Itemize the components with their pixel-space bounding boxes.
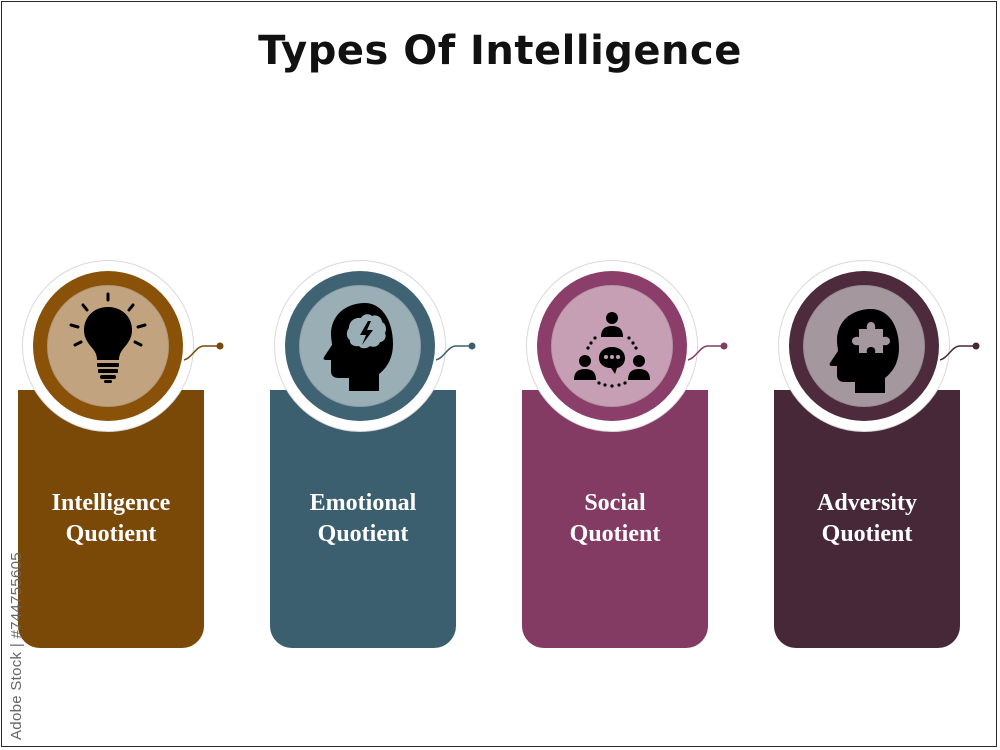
card-label-line1: Emotional [309,490,417,516]
card-label-line1: Social [584,490,646,516]
card-body [18,390,204,648]
card-social-quotient: Social Quotient [522,258,752,650]
connector-dot [720,342,728,350]
connector-line [688,336,728,366]
connector-line [940,336,980,366]
connector-line [436,336,476,366]
card-label-line2: Quotient [821,521,913,547]
connector-dot [468,342,476,350]
card-emotional-quotient: Emotional Quotient [270,258,500,650]
connector-path [184,345,218,361]
card-label: Intelligence Quotient [18,488,204,550]
card-label-line1: Intelligence [51,490,171,516]
watermark-text: Adobe Stock | #744755605 [8,552,25,740]
card-body [270,390,456,648]
card-label-line2: Quotient [317,521,409,547]
connector-path [436,345,470,361]
card-label: Adversity Quotient [774,488,960,550]
card-adversity-quotient: Adversity Quotient [774,258,1000,650]
card-intelligence-quotient: Intelligence Quotient [18,258,248,650]
card-label-line1: Adversity [817,490,917,516]
connector-line [184,336,224,366]
lightbulb-icon [47,285,169,407]
card-body [774,390,960,648]
brain-head-icon [299,285,421,407]
puzzle-head-icon [803,285,925,407]
connector-path [940,345,974,361]
connector-dot [972,342,980,350]
card-label: Social Quotient [522,488,708,550]
connector-dot [216,342,224,350]
card-body [522,390,708,648]
social-network-icon [551,285,673,407]
card-label-line2: Quotient [65,521,157,547]
card-label: Emotional Quotient [270,488,456,550]
connector-path [688,345,722,361]
page-title: Types Of Intelligence [258,28,742,74]
card-label-line2: Quotient [569,521,661,547]
